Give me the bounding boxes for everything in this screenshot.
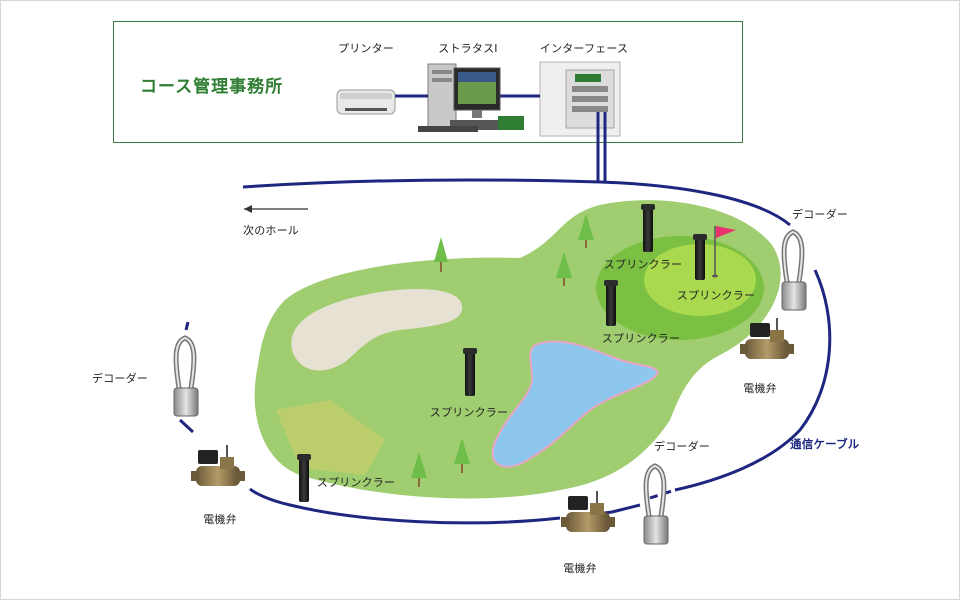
sprinkler-icon <box>604 280 618 326</box>
communication-cable <box>178 178 832 525</box>
tree-icon <box>411 452 427 487</box>
course-office-title: コース管理事務所 <box>140 77 284 97</box>
sprinkler-label: スプリンクラー <box>601 332 681 345</box>
decoder-label: デコーダー <box>792 208 848 221</box>
interface-icon <box>539 61 621 137</box>
printer-label: プリンター <box>338 42 394 55</box>
tree-icon <box>556 252 572 286</box>
sprinkler-icon <box>463 348 477 396</box>
computer-icon <box>418 63 524 132</box>
sand-bunker <box>291 288 463 371</box>
sprinkler-label: スプリンクラー <box>603 258 683 271</box>
sprinkler-icon <box>693 234 707 280</box>
valve-label: 電機弁 <box>743 382 777 395</box>
sprinkler-icon <box>297 454 311 502</box>
decoder-icon <box>781 229 807 311</box>
sprinkler-icon <box>641 204 655 252</box>
valve-label: 電機弁 <box>563 562 597 575</box>
water-pond <box>491 340 660 468</box>
sprinkler-label: スプリンクラー <box>316 476 396 489</box>
decoder-icon <box>173 335 199 417</box>
valve-label: 電機弁 <box>203 513 237 526</box>
office-cables <box>395 94 607 183</box>
cable-label: 通信ケーブル <box>790 437 860 451</box>
tree-icon <box>454 438 470 473</box>
tree-icon <box>434 237 448 272</box>
decoder-label: デコーダー <box>654 440 710 453</box>
valve-icon <box>740 318 794 359</box>
sprinkler-label: スプリンクラー <box>676 289 756 302</box>
flag-icon <box>712 226 736 278</box>
sprinkler-label: スプリンクラー <box>429 406 509 419</box>
valve-icon <box>191 445 245 486</box>
trees <box>411 214 594 487</box>
tree-icon <box>578 214 594 248</box>
next-hole-arrow <box>244 205 308 213</box>
printer-icon <box>336 89 396 115</box>
next-hole-label: 次のホール <box>243 224 299 237</box>
computer-label: ストラタスⅠ <box>438 42 498 55</box>
valve-icon <box>561 491 615 532</box>
decoder-label: デコーダー <box>92 372 148 385</box>
decoder-icon <box>643 463 669 545</box>
interface-label: インターフェース <box>539 42 629 55</box>
